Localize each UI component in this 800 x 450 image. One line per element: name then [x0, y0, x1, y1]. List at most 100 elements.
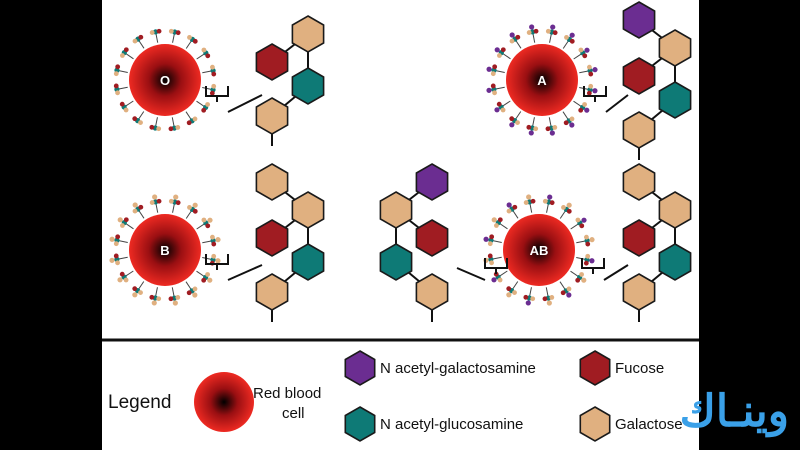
antigen-dot	[117, 217, 123, 223]
antigen-dot	[201, 217, 207, 223]
antigen-dot	[151, 300, 157, 306]
antigen-dot	[483, 236, 489, 242]
antigen-dot	[566, 292, 572, 298]
antigen-dot	[545, 126, 551, 132]
antigen-dot	[512, 290, 517, 295]
n-acetyl-glucosamine-hex	[658, 243, 692, 281]
fucose-hex	[255, 219, 289, 257]
antigen-dot	[528, 130, 534, 136]
antigen-dot	[509, 122, 515, 128]
antigen-dot	[584, 234, 589, 240]
antigen-dot	[529, 24, 535, 30]
antigen-dot	[138, 34, 144, 40]
chain-ab-right	[622, 163, 692, 322]
antigen-dot	[588, 83, 594, 89]
antigen-dot	[119, 101, 125, 107]
antigen-dot	[533, 126, 539, 132]
rbc-body	[503, 214, 575, 286]
galactose-hex	[658, 29, 692, 67]
antigen-dot	[578, 107, 584, 113]
n-acetyl-glucosamine-legend-label: N acetyl-glucosamine	[380, 416, 523, 433]
antigen-dot	[509, 116, 515, 122]
rbc-a: A	[486, 24, 598, 136]
n-acetyl-glucosamine-hex	[379, 243, 413, 281]
antigen-dot	[492, 90, 497, 96]
antigen-dot	[497, 53, 502, 58]
antigen-dot	[526, 124, 532, 130]
antigen-dot	[205, 102, 210, 107]
antigen-dot	[168, 126, 174, 132]
rbc-body	[129, 214, 201, 286]
n-acetyl-glucosamine-hex	[291, 243, 325, 281]
fucose-hex	[622, 57, 656, 95]
n-acetyl-galactosamine-hex	[415, 163, 449, 201]
antigen-dot	[575, 277, 581, 283]
antigen-dot	[205, 223, 211, 229]
antigen-dot	[156, 28, 162, 34]
antigen-dot	[586, 90, 592, 96]
fucose-legend-icon	[579, 350, 611, 386]
antigen-dot	[490, 71, 496, 77]
antigen-dot	[549, 200, 555, 206]
linker	[605, 94, 629, 113]
antigen-dot	[201, 47, 207, 53]
antigen-dot	[563, 120, 569, 126]
antigen-dot	[115, 260, 120, 266]
antigen-dot	[149, 294, 155, 300]
antigen-dot	[149, 124, 155, 130]
antigen-dot	[215, 258, 221, 264]
antigen-dot	[579, 223, 585, 229]
n-acetyl-glucosamine-hex	[658, 81, 692, 119]
legend-title: Legend	[108, 392, 171, 413]
membrane-bracket	[581, 258, 605, 274]
antigen-dot	[592, 67, 598, 73]
rbc-label-ab: AB	[530, 243, 549, 258]
antigen-dot	[491, 217, 497, 223]
antigen-dot	[509, 38, 515, 44]
antigen-dot	[113, 71, 119, 77]
antigen-dot	[115, 64, 121, 70]
antigen-dot	[487, 253, 493, 259]
galactose-hex	[291, 191, 325, 229]
antigen-dot	[569, 38, 575, 44]
antigen-dot	[168, 28, 174, 34]
antigen-dot	[560, 290, 566, 296]
galactose-legend-label: Galactose	[615, 416, 683, 433]
antigen-dot	[175, 30, 181, 36]
antigen-dot	[192, 286, 198, 292]
antigen-dot	[587, 64, 592, 70]
antigen-dot	[552, 30, 558, 36]
n-acetyl-galactosamine-legend-icon	[344, 350, 376, 386]
antigen-dot	[149, 30, 155, 35]
antigen-dot	[549, 130, 555, 136]
antigen-dot	[109, 257, 115, 263]
fucose-hex	[415, 219, 449, 257]
antigen-dot	[569, 122, 575, 128]
antigen-dot	[173, 194, 179, 200]
antigen-dot	[582, 102, 587, 107]
antigen-dot	[192, 38, 198, 44]
antigen-dot	[117, 277, 123, 283]
antigen-dot	[512, 204, 518, 210]
n-acetyl-glucosamine-legend-icon	[344, 406, 376, 442]
antigen-dot	[515, 34, 521, 40]
antigen-dot	[494, 107, 500, 113]
fucose-hex	[622, 219, 656, 257]
antigen-dot	[581, 277, 587, 283]
antigen-dot	[138, 290, 143, 295]
legend-rbc-label-line2: cell	[282, 405, 305, 422]
antigen-dot	[113, 83, 119, 89]
antigen-dot	[525, 300, 531, 306]
antigen-dot	[209, 90, 215, 96]
antigen-dot	[123, 277, 129, 283]
antigen-dot	[149, 200, 155, 205]
antigen-dot	[109, 236, 115, 242]
antigen-dot	[547, 194, 553, 200]
antigen-dot	[156, 296, 162, 302]
membrane-bracket	[205, 86, 229, 102]
galactose-hex	[622, 163, 656, 201]
antigen-dot	[526, 30, 532, 35]
antigen-dot	[542, 296, 548, 302]
